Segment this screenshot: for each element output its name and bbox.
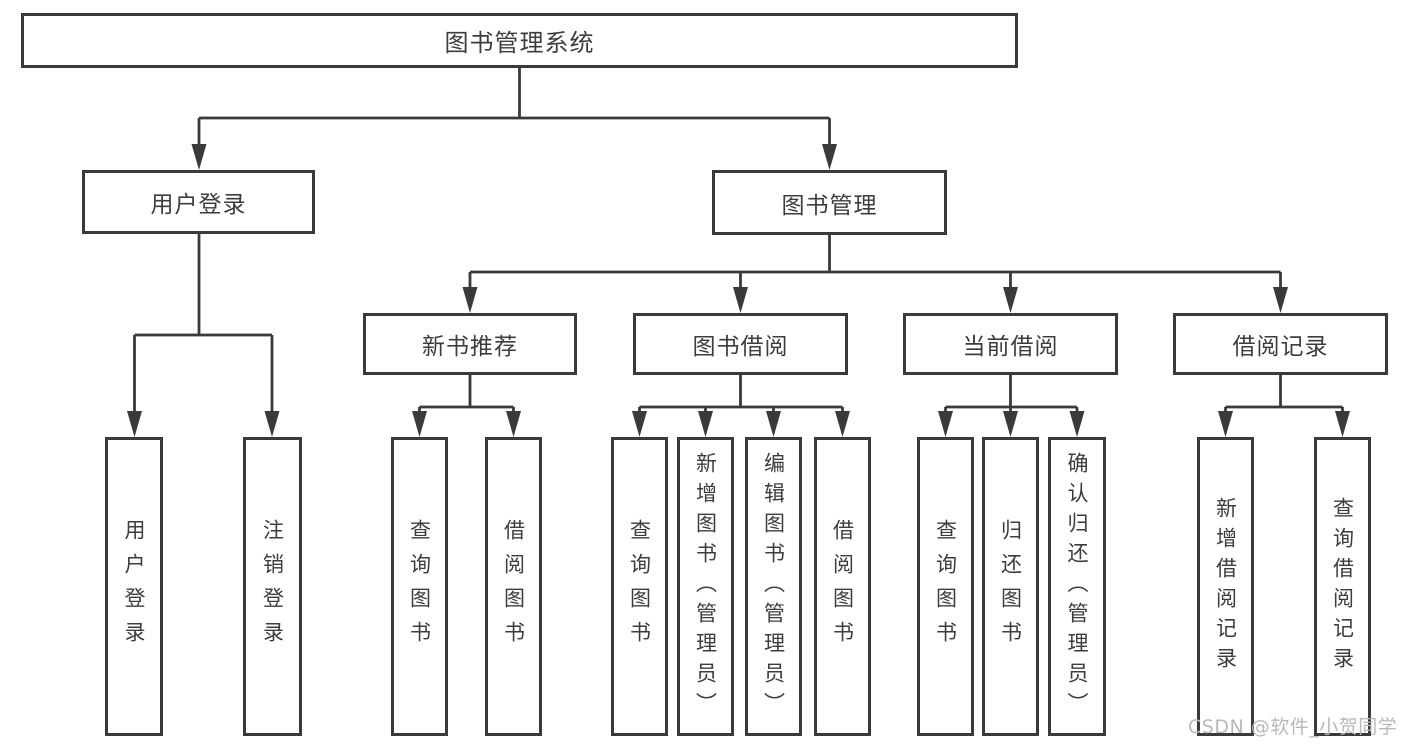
leaf-logout-login-label: 注销登录 (260, 518, 285, 655)
node-book-borrow-label: 图书借阅 (692, 334, 789, 360)
leaf-borrow-book-recommend: 借阅图书 (485, 437, 542, 736)
connector-book-management-children (468, 235, 1282, 288)
node-book-management: 图书管理 (712, 170, 947, 235)
arrowhead-leaf-user-login (127, 411, 142, 437)
leaf-query-book-borrow-label: 查询图书 (627, 518, 652, 655)
leaf-query-book-recommend-label: 查询图书 (407, 518, 432, 655)
arrowhead-borrow-book-2 (835, 411, 850, 437)
node-borrow-records-label: 借阅记录 (1232, 334, 1329, 360)
leaf-return-book-label: 归还图书 (998, 518, 1023, 655)
node-user-login-label: 用户登录 (150, 192, 247, 218)
arrowhead-query-book-2 (632, 411, 647, 437)
arrowhead-borrow-records (1273, 287, 1288, 313)
leaf-add-borrow-record: 新增借阅记录 (1197, 437, 1254, 736)
leaf-add-borrow-record-label: 新增借阅记录 (1213, 496, 1238, 677)
arrowhead-new-book-recommend (462, 287, 478, 313)
connector-book-borrow-children (638, 375, 844, 412)
leaf-logout-login: 注销登录 (243, 437, 302, 736)
node-new-book-recommend-label: 新书推荐 (422, 334, 518, 360)
arrowhead-add-borrow-record (1218, 411, 1233, 437)
leaf-add-book-admin: 新增图书（管理员） (677, 437, 734, 736)
connector-root-to-level2 (197, 68, 831, 146)
arrowhead-edit-book (766, 411, 781, 437)
arrowhead-user-login (191, 144, 207, 170)
arrowhead-book-borrow (733, 287, 748, 313)
leaf-user-login-label: 用户登录 (122, 518, 146, 655)
leaf-borrow-book-label: 借阅图书 (830, 518, 855, 655)
leaf-edit-book-admin: 编辑图书（管理员） (745, 437, 802, 736)
csdn-watermark: CSDN @软件_小贺同学 (1188, 716, 1398, 738)
leaf-confirm-return-admin-label: 确认归还（管理员） (1065, 451, 1089, 722)
leaf-add-book-admin-label: 新增图书（管理员） (693, 451, 718, 722)
arrowhead-add-book (698, 411, 713, 437)
leaf-confirm-return-admin: 确认归还（管理员） (1048, 437, 1106, 736)
node-root-label: 图书管理系统 (444, 29, 595, 57)
leaf-borrow-book: 借阅图书 (814, 437, 871, 736)
leaf-query-book-current: 查询图书 (917, 437, 974, 736)
leaf-borrow-book-recommend-label: 借阅图书 (501, 518, 526, 655)
connector-current-borrow-children (944, 375, 1079, 412)
arrowhead-query-borrow-record (1335, 411, 1350, 437)
node-book-borrow: 图书借阅 (633, 313, 848, 375)
leaf-return-book: 归还图书 (982, 437, 1039, 736)
node-user-login: 用户登录 (82, 170, 315, 234)
arrowhead-query-book-1 (412, 411, 427, 437)
node-new-book-recommend: 新书推荐 (363, 313, 577, 375)
node-root-library-system: 图书管理系统 (21, 13, 1018, 68)
leaf-user-login: 用户登录 (105, 437, 163, 736)
leaf-query-book-borrow: 查询图书 (611, 437, 668, 736)
leaf-query-book-recommend: 查询图书 (391, 437, 448, 736)
leaf-query-borrow-record-label: 查询借阅记录 (1330, 496, 1355, 677)
arrowhead-confirm-return (1069, 411, 1085, 437)
arrowhead-return-book (1003, 411, 1018, 437)
leaf-edit-book-admin-label: 编辑图书（管理员） (761, 451, 786, 722)
arrowhead-book-management (822, 144, 837, 170)
arrowhead-borrow-book-1 (506, 411, 521, 437)
node-current-borrow-label: 当前借阅 (962, 334, 1059, 360)
arrowhead-query-book-3 (938, 411, 953, 437)
leaf-query-book-current-label: 查询图书 (933, 518, 958, 655)
node-book-management-label: 图书管理 (781, 192, 878, 219)
leaf-query-borrow-record: 查询借阅记录 (1314, 437, 1371, 736)
node-current-borrow: 当前借阅 (903, 313, 1118, 375)
connector-new-book-recommend-children (418, 375, 515, 412)
arrowhead-leaf-logout (264, 411, 280, 437)
arrowhead-current-borrow (1003, 287, 1018, 313)
node-borrow-records: 借阅记录 (1173, 313, 1388, 375)
connector-borrow-records-children (1224, 375, 1344, 412)
connector-user-login-children (133, 234, 274, 412)
